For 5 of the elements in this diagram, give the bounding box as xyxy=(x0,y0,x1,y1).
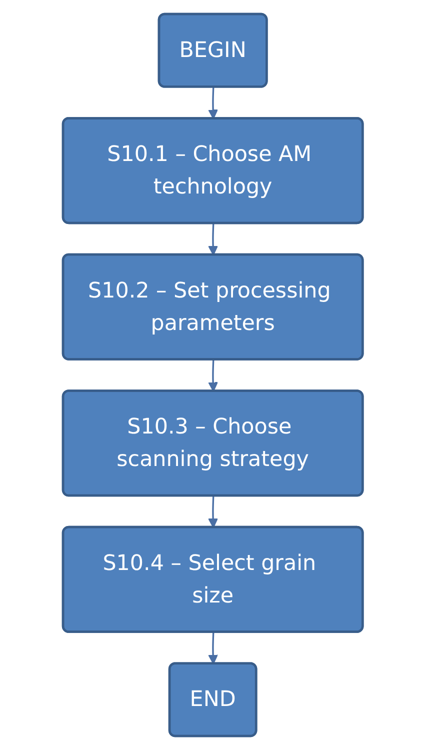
arrow xyxy=(208,86,218,119)
arrow xyxy=(208,222,218,255)
arrow xyxy=(208,496,218,528)
arrow xyxy=(208,632,218,664)
arrow xyxy=(208,359,218,392)
